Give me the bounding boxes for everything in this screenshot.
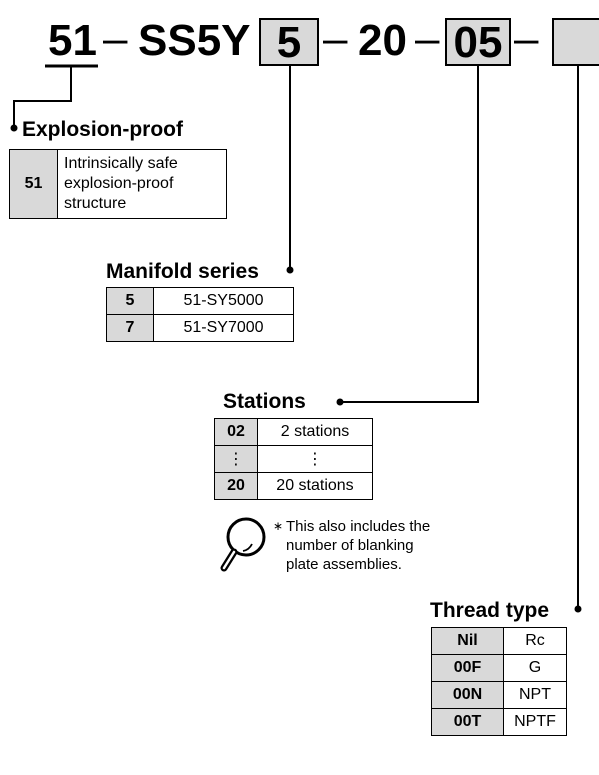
code-dash-3: – bbox=[415, 14, 440, 63]
dot-thread bbox=[574, 605, 582, 613]
connector-stations bbox=[342, 66, 479, 403]
dot-stations bbox=[336, 398, 344, 406]
table-row: 7 51-SY7000 bbox=[106, 314, 294, 342]
thread-value: NPTF bbox=[503, 708, 567, 736]
manifold-title: Manifold series bbox=[106, 260, 259, 283]
explosion-value-line: explosion-proof bbox=[64, 175, 174, 192]
manifold-key: 5 bbox=[106, 287, 154, 315]
stations-value: 20 stations bbox=[257, 472, 373, 500]
explosion-value-line: Intrinsically safe bbox=[64, 155, 178, 172]
table-row: Nil Rc bbox=[431, 627, 567, 655]
explosion-title: Explosion-proof bbox=[22, 118, 183, 141]
thread-value: G bbox=[503, 654, 567, 682]
stations-table: 02 2 stations ⋮ ⋮ 20 20 stations bbox=[214, 418, 373, 500]
table-row: 00N NPT bbox=[431, 681, 567, 709]
thread-table: Nil Rc 00F G 00N NPT 00T NPTF bbox=[431, 627, 567, 736]
code-dash-1: – bbox=[103, 14, 128, 63]
thread-key: 00T bbox=[431, 708, 504, 736]
code-seg-20: 20 bbox=[358, 16, 407, 65]
note-line: number of blanking bbox=[286, 537, 414, 554]
stations-value: 2 stations bbox=[257, 418, 373, 446]
note-line: This also includes the bbox=[286, 518, 431, 535]
code-dash-2: – bbox=[323, 14, 348, 63]
thread-value: Rc bbox=[503, 627, 567, 655]
table-row: 20 20 stations bbox=[214, 472, 373, 500]
thread-title: Thread type bbox=[430, 599, 550, 622]
dot-explosion bbox=[10, 124, 18, 132]
code-box-stations: 05 bbox=[445, 18, 511, 66]
explosion-value: Intrinsically safe explosion-proof struc… bbox=[57, 149, 227, 219]
table-row: 00F G bbox=[431, 654, 567, 682]
code-dash-4: – bbox=[514, 14, 539, 63]
table-row: 00T NPTF bbox=[431, 708, 567, 736]
stations-title: Stations bbox=[223, 390, 306, 413]
explosion-table: 51 Intrinsically safe explosion-proof st… bbox=[9, 149, 227, 219]
table-row: 02 2 stations bbox=[214, 418, 373, 446]
explosion-key: 51 bbox=[9, 149, 58, 219]
stations-value: ⋮ bbox=[257, 445, 373, 473]
code-seg-51: 51 bbox=[48, 16, 97, 65]
manifold-table: 5 51-SY5000 7 51-SY7000 bbox=[106, 287, 294, 342]
thread-key: 00F bbox=[431, 654, 504, 682]
magnifier-icon bbox=[220, 517, 266, 572]
code-box-thread bbox=[552, 18, 599, 66]
code-box-manifold: 5 bbox=[259, 18, 319, 66]
manifold-value: 51-SY7000 bbox=[153, 314, 294, 342]
note-line: plate assemblies. bbox=[286, 556, 402, 573]
table-row: ⋮ ⋮ bbox=[214, 445, 373, 473]
stations-key: 02 bbox=[214, 418, 258, 446]
explosion-value-line: structure bbox=[64, 195, 127, 212]
stations-note: ∗ This also includes the number of blank… bbox=[273, 517, 430, 574]
thread-key: 00N bbox=[431, 681, 504, 709]
thread-value: NPT bbox=[503, 681, 567, 709]
dot-manifold bbox=[286, 266, 294, 274]
note-mark: ∗ bbox=[273, 519, 284, 533]
table-row: 5 51-SY5000 bbox=[106, 287, 294, 315]
code-seg-ss5y: SS5Y bbox=[138, 16, 251, 65]
manifold-key: 7 bbox=[106, 314, 154, 342]
manifold-value: 51-SY5000 bbox=[153, 287, 294, 315]
connector-explosion bbox=[13, 66, 72, 126]
stations-key: ⋮ bbox=[214, 445, 258, 473]
stations-key: 20 bbox=[214, 472, 258, 500]
table-row: 51 Intrinsically safe explosion-proof st… bbox=[9, 149, 227, 219]
thread-key: Nil bbox=[431, 627, 504, 655]
